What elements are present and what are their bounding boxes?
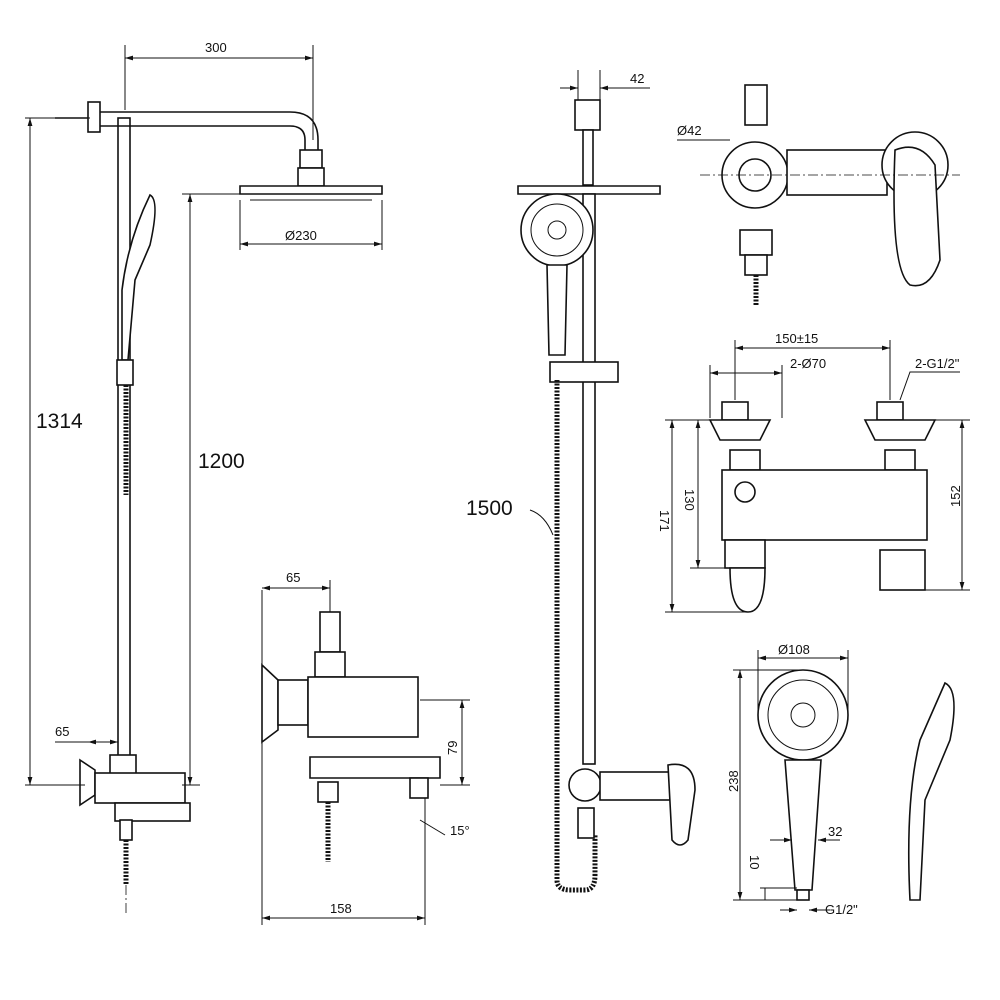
dim-hose-length: 1500 [466,497,513,520]
dim-thread-length: 10 [747,855,762,869]
dim-total-height: 1314 [36,410,83,433]
dim-mixer-offset: 65 [55,724,69,739]
dim-130: 130 [682,489,697,511]
mixer-front-view: Ø42 [677,84,960,305]
dim-head-diameter: Ø230 [285,228,317,243]
dim-hand-thread: G1/2" [825,902,858,917]
dim-hand-shower-length: 238 [726,770,741,792]
dim-hand-shower-diameter: Ø108 [778,642,810,657]
dim-arm-length: 300 [205,40,227,55]
dim-bracket-diameter: Ø42 [677,123,702,138]
dim-mixer-depth: 65 [286,570,300,585]
dim-bracket-width: 42 [630,71,644,86]
dim-spout-angle: 15° [450,823,470,838]
dim-mixer-height: 79 [445,741,460,755]
dim-171: 171 [657,510,672,532]
dim-mixer-length: 158 [330,901,352,916]
side-view-column: 300 1314 1200 Ø230 65 [25,40,383,915]
dim-thread: 2-G1/2" [915,356,960,371]
mixer-body-view: 150±15 2-Ø70 2-G1/2" 171 130 152 [657,331,970,613]
dim-flange-diameter: 2-Ø70 [790,356,826,371]
dim-head-height: 1200 [198,450,245,473]
dim-handle-width: 32 [828,824,842,839]
mixer-side-detail: 65 79 15° 158 [261,570,470,925]
front-view-column: 42 1500 [466,70,696,893]
dim-152: 152 [948,485,963,507]
hand-shower-view: Ø108 238 10 32 G1/2" [726,642,955,917]
dim-centers: 150±15 [775,331,818,346]
